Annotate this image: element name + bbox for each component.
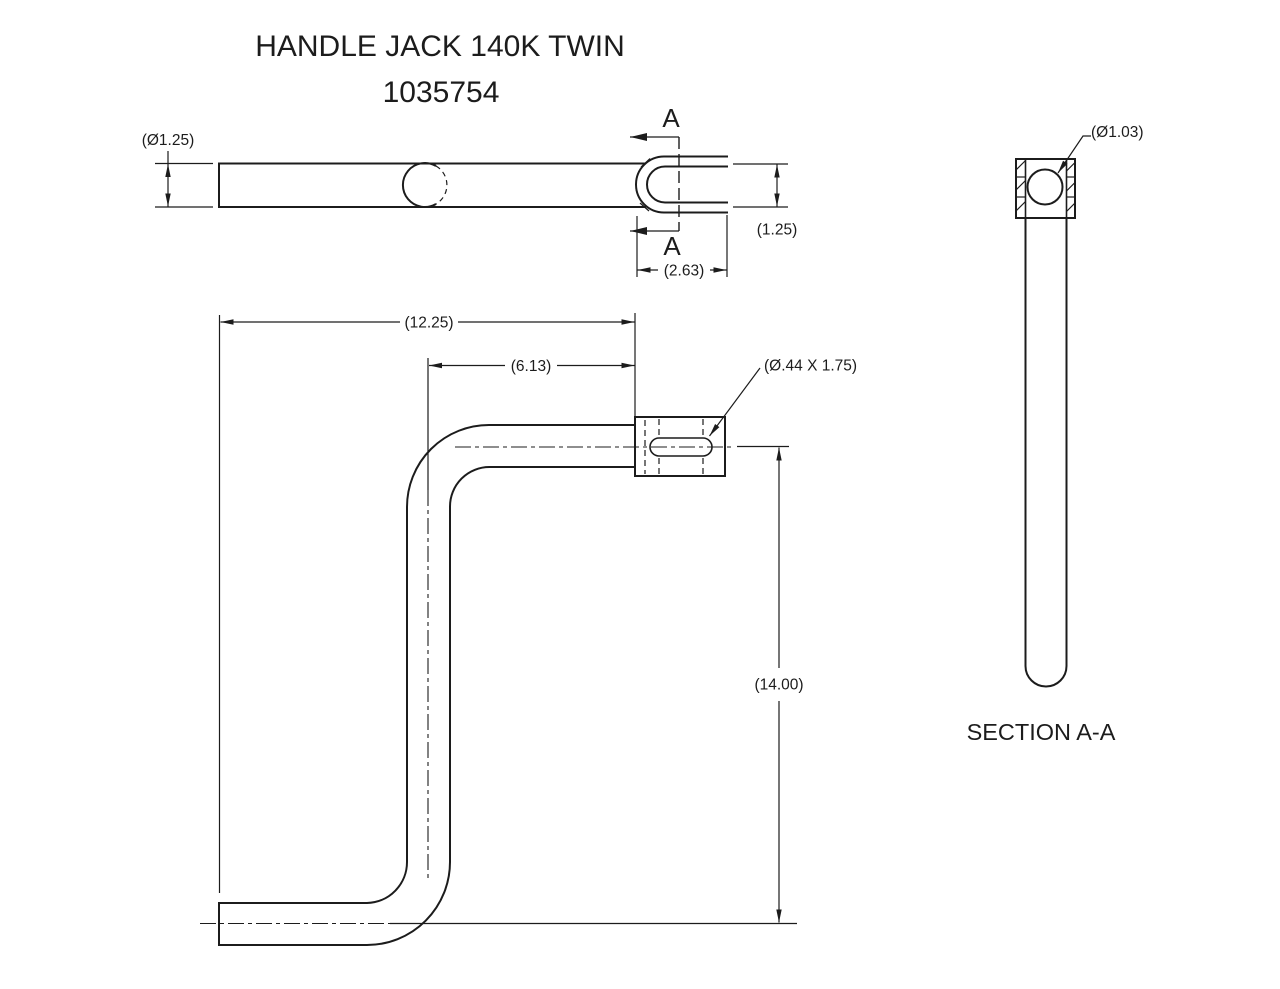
slot-leader (709, 367, 761, 437)
front-view: (12.25) (6.13) (14.00) (Ø.44 X 1.75) (200, 313, 857, 946)
dim-fork-width-label: (1.25) (757, 222, 798, 239)
hatch (1015, 180, 1026, 191)
hole-leader (1057, 135, 1091, 174)
dim-overall-length-label: (12.25) (404, 315, 453, 332)
bar-outline (218, 162, 646, 208)
dim-fork-length: (2.63) (636, 215, 728, 280)
dim-hole-diameter-label: (Ø1.03) (1091, 124, 1144, 141)
dim-offset-length-label: (6.13) (511, 358, 552, 375)
section-marker-bottom: A (663, 231, 681, 261)
title-block: HANDLE JACK 140K TWIN 1035754 (255, 30, 625, 109)
top-view: (Ø1.25) (1.25) (2.63) A A (142, 103, 798, 280)
dim-slot-size: (Ø.44 X 1.75) (709, 358, 857, 437)
bend-circle-solid (401, 162, 437, 208)
drawing-title: HANDLE JACK 140K TWIN (255, 30, 625, 63)
hatch-lines (1015, 160, 1076, 212)
section-cut-line: A A (630, 103, 681, 261)
slot-outline (649, 437, 713, 457)
dim-offset-length: (6.13) (427, 358, 635, 490)
fork-outer-profile (635, 155, 728, 214)
shank-outline (1024, 218, 1068, 688)
hatch (1066, 162, 1076, 172)
fork-inner-profile (646, 165, 728, 204)
bend-circle-hidden (435, 165, 448, 205)
section-block-outline (1015, 158, 1076, 219)
hatch (1015, 201, 1026, 212)
hatch (1015, 160, 1026, 171)
handle-tube-outline (218, 424, 636, 946)
hatch (1066, 202, 1076, 212)
hatch (1066, 182, 1076, 192)
dim-overall-length: (12.25) (218, 313, 636, 893)
fork-transition-tick-bottom (639, 202, 650, 212)
hole-circle (1026, 168, 1064, 206)
section-title: SECTION A-A (967, 719, 1116, 745)
section-view: (Ø1.03) SECTION A-A (967, 124, 1144, 745)
part-number: 1035754 (383, 76, 500, 109)
dim-bar-diameter: (Ø1.25) (142, 132, 213, 208)
section-marker-top: A (662, 103, 680, 133)
dim-slot-size-label: (Ø.44 X 1.75) (764, 358, 857, 375)
fork-transition-tick-top (640, 158, 651, 168)
dim-drop-height-label: (14.00) (754, 677, 803, 694)
dim-bar-diameter-label: (Ø1.25) (142, 132, 195, 149)
dim-fork-length-label: (2.63) (664, 263, 705, 280)
dim-fork-width: (1.25) (733, 163, 798, 239)
dim-drop-height: (14.00) (390, 445, 804, 925)
